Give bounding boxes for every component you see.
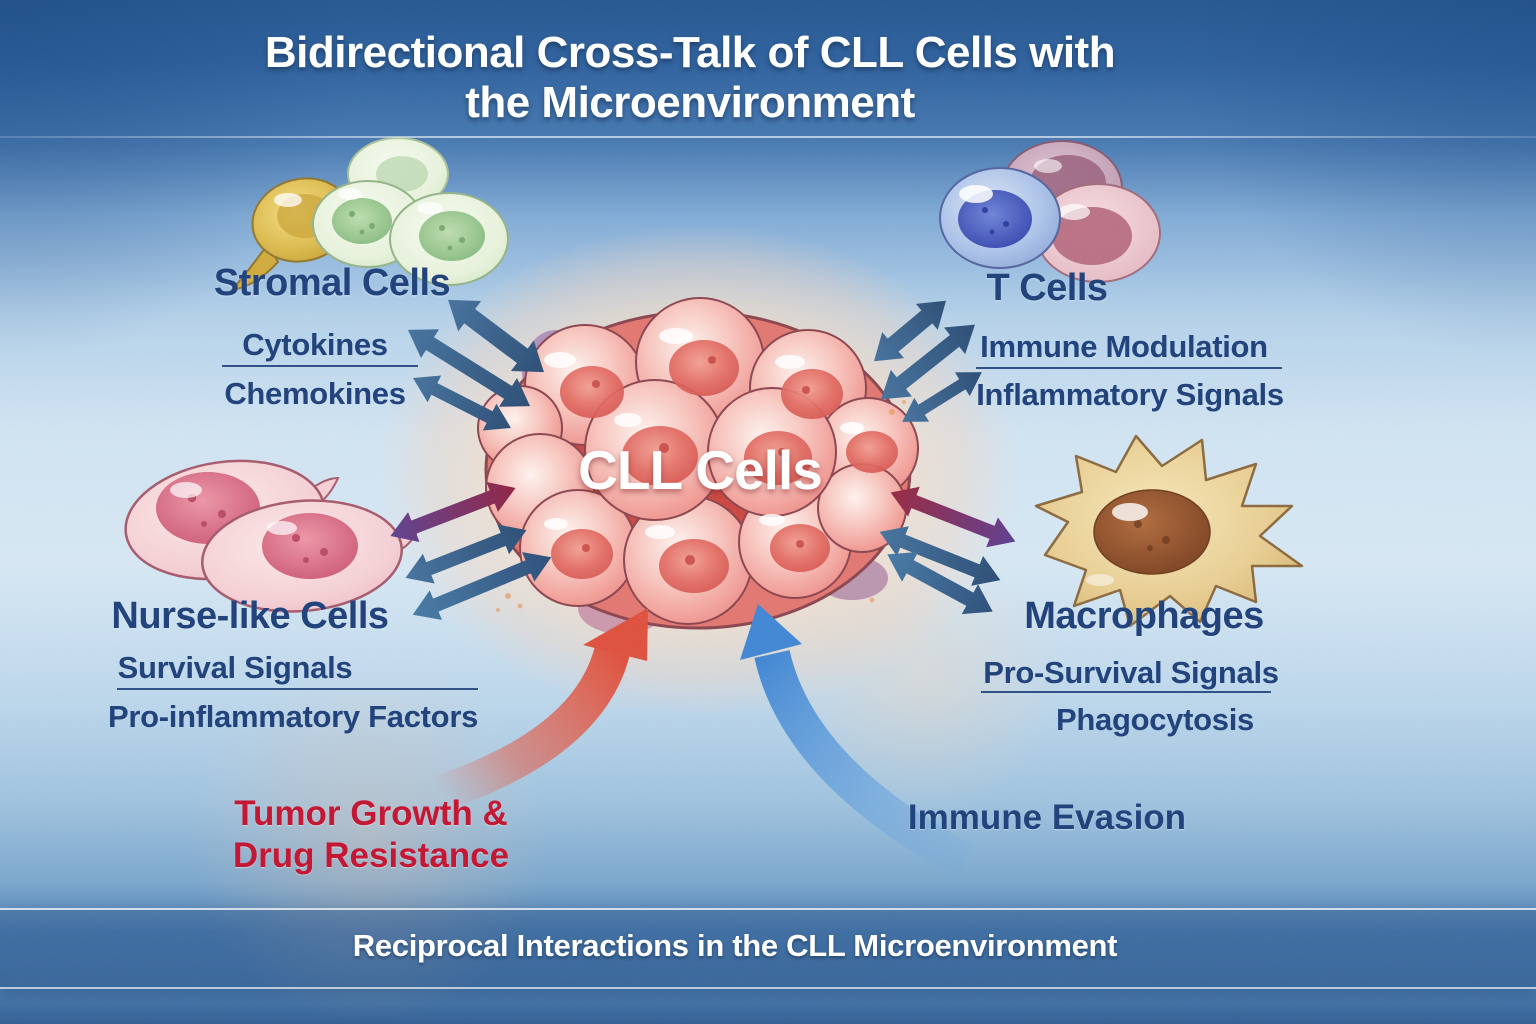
t-cells-label: T Cells [986, 267, 1108, 309]
nurse-like-cells-illustration [124, 459, 420, 613]
tumor-growth-line1: Tumor Growth & [234, 794, 508, 833]
stromal-signal-chemokines: Chemokines [224, 376, 406, 411]
tumor-growth-line2: Drug Resistance [232, 836, 510, 875]
tcell-signal-inflammatory: Inflammatory Signals [976, 377, 1284, 412]
caption-text: Reciprocal Interactions in the CLL Micro… [352, 928, 1118, 963]
title-divider [0, 136, 1536, 138]
nurse-signal-proinflammatory: Pro-inflammatory Factors [107, 699, 479, 734]
macrophage-signal-prosurvival: Pro-Survival Signals [983, 655, 1279, 690]
cll-cells-label: CLL Cells [578, 439, 823, 501]
tcell-signal-divider [976, 367, 1282, 369]
nurse-like-cells-label: Nurse-like Cells [111, 595, 389, 637]
poster-title-line1: Bidirectional Cross-Talk of CLL Cells wi… [264, 28, 1116, 77]
stromal-signal-cytokines: Cytokines [242, 327, 388, 362]
nurse-signal-survival: Survival Signals [117, 650, 353, 685]
macrophage-signal-divider [981, 691, 1271, 693]
tumor-growth-label: Tumor Growth & Drug Resistance [201, 793, 541, 877]
immune-evasion-label: Immune Evasion [907, 798, 1187, 837]
macrophage-signal-phagocytosis: Phagocytosis [1056, 702, 1254, 737]
nurse-signal-divider [117, 688, 478, 690]
stromal-cells-label: Stromal Cells [213, 262, 451, 304]
macrophages-label: Macrophages [1024, 595, 1264, 637]
poster-title-line2: the Microenvironment [465, 78, 915, 127]
stromal-signal-divider [222, 365, 418, 367]
t-cells-illustration [939, 140, 1161, 283]
poster-title: Bidirectional Cross-Talk of CLL Cells wi… [0, 28, 1380, 128]
tcell-signal-immune-modulation: Immune Modulation [980, 329, 1268, 364]
